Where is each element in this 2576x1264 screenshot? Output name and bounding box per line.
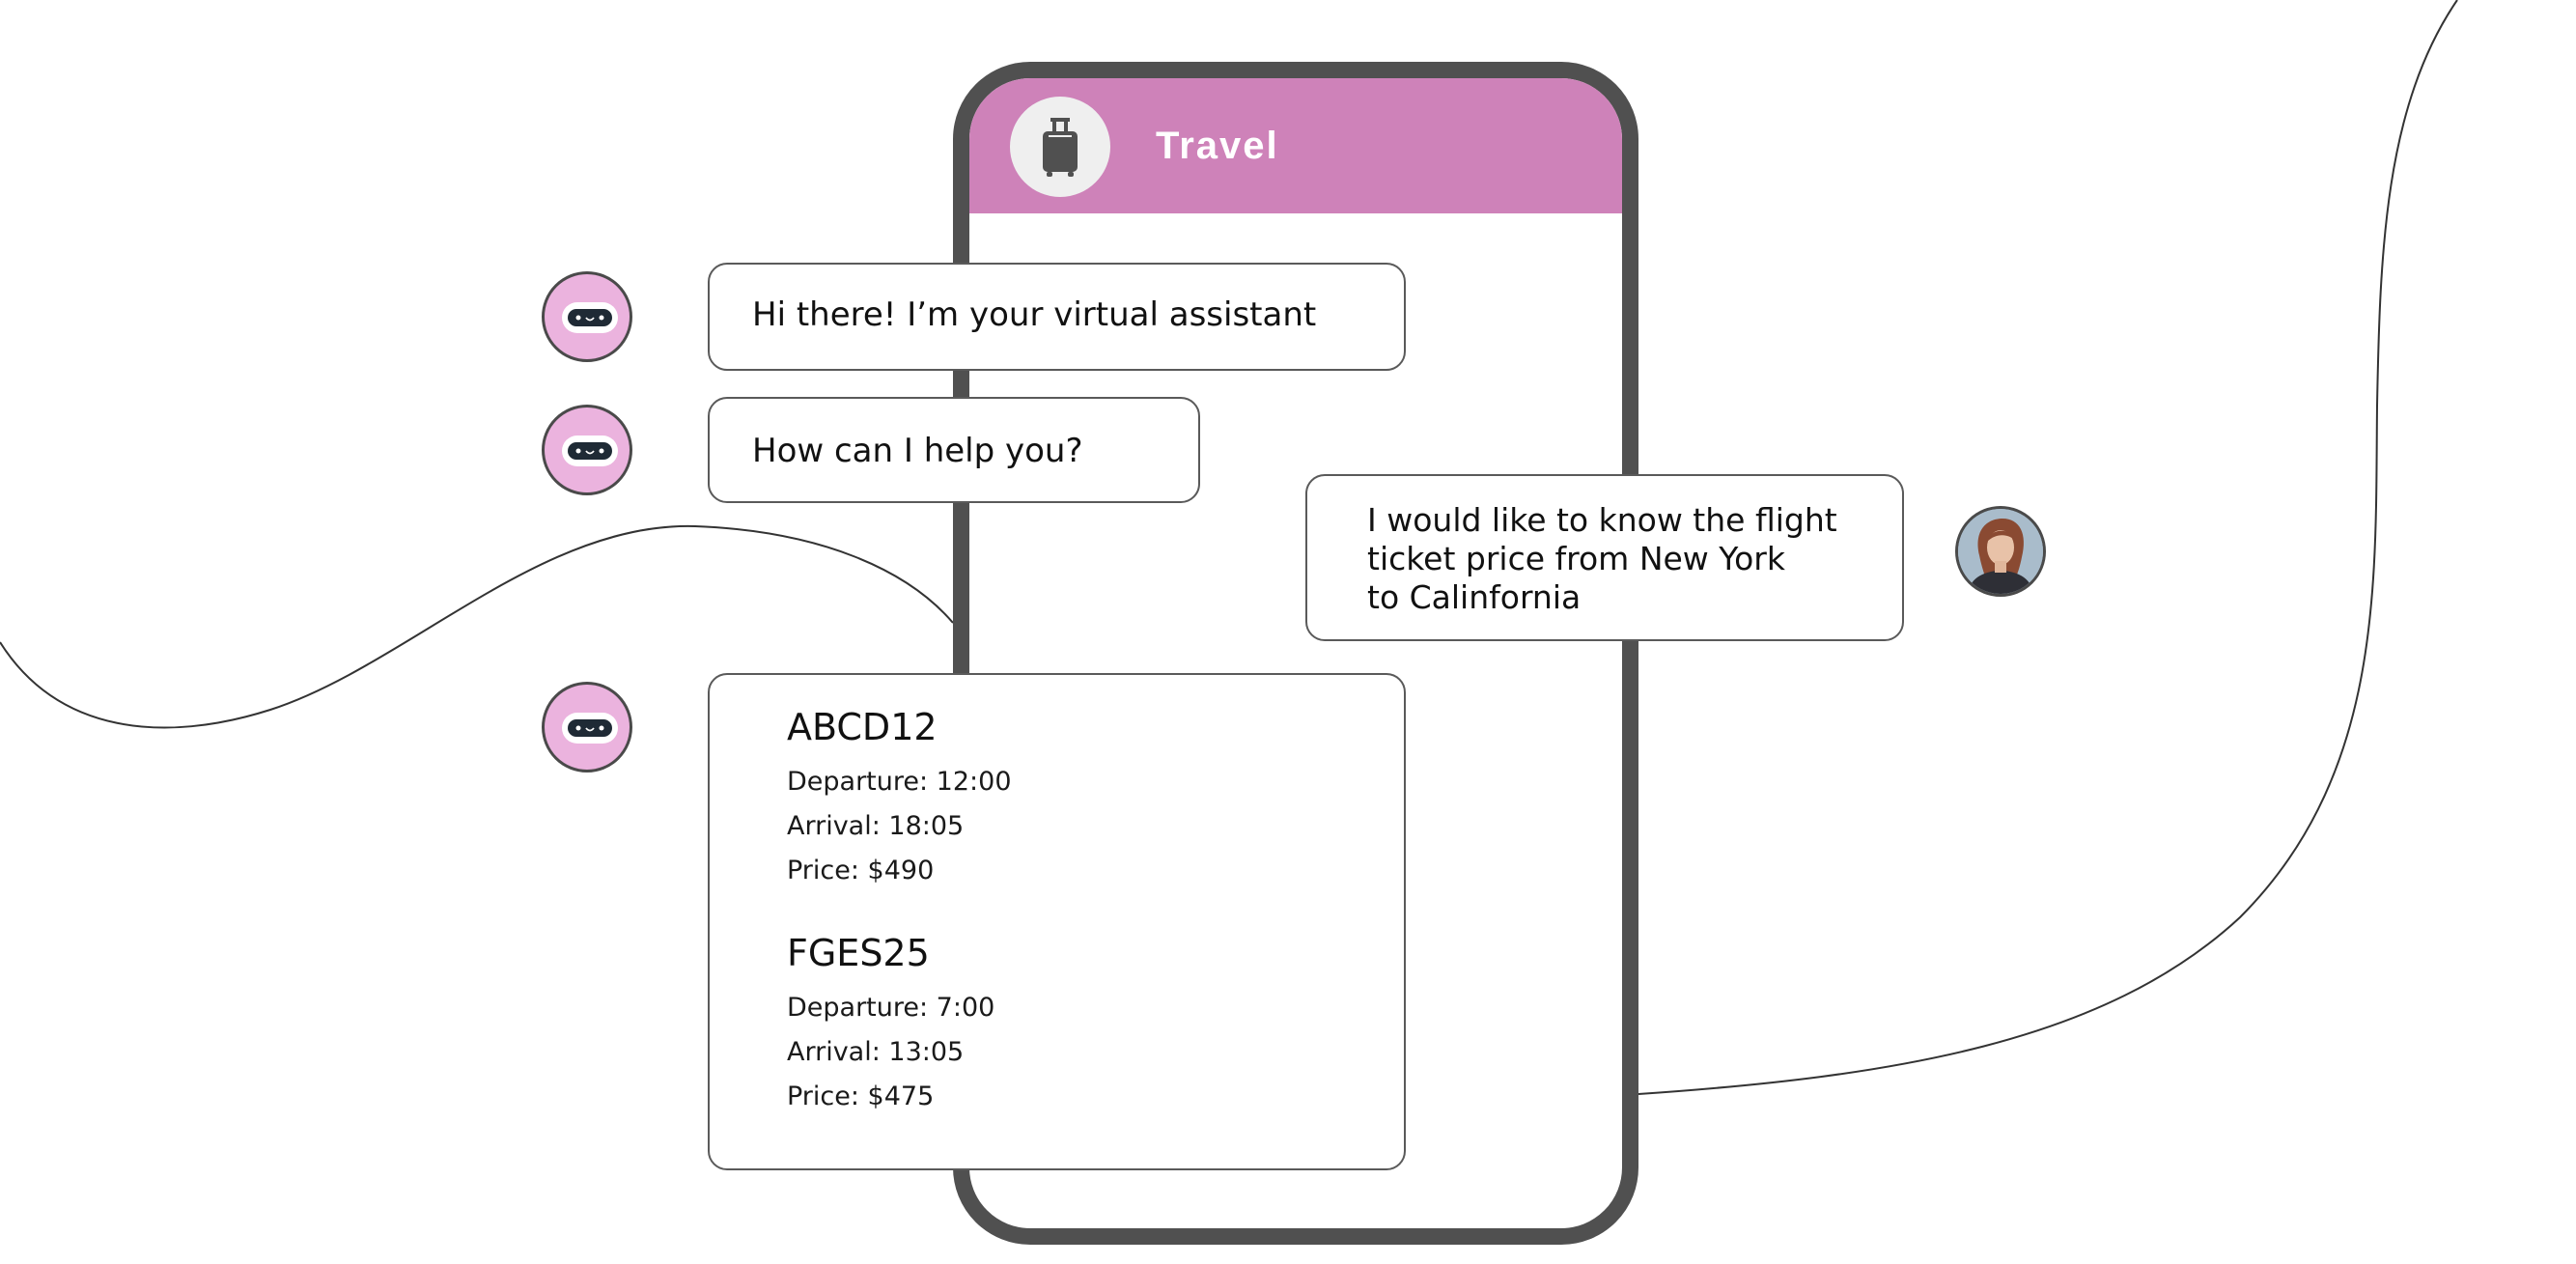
robot-face-icon bbox=[562, 713, 618, 744]
flight-arrival: Arrival: 13:05 bbox=[787, 1037, 965, 1067]
flight-price: Price: $475 bbox=[787, 1081, 935, 1111]
user-avatar bbox=[1955, 506, 2046, 597]
chat-header: Travel bbox=[969, 78, 1622, 213]
user-message-line: I would like to know the flight bbox=[1367, 501, 1837, 539]
flight-code: FGES25 bbox=[787, 932, 930, 974]
flight-departure: Departure: 12:00 bbox=[787, 767, 1012, 797]
bot-message-bubble: Hi there! I’m your virtual assistant bbox=[708, 263, 1406, 371]
bot-message-text: Hi there! I’m your virtual assistant bbox=[752, 295, 1317, 334]
user-message-bubble: I would like to know the flight ticket p… bbox=[1305, 474, 1904, 641]
flight-option[interactable]: ABCD12 Departure: 12:00 Arrival: 18:05 P… bbox=[787, 706, 1012, 893]
bot-avatar bbox=[542, 682, 632, 772]
robot-face-icon bbox=[562, 302, 618, 333]
flight-departure: Departure: 7:00 bbox=[787, 993, 995, 1023]
robot-face-icon bbox=[562, 435, 618, 466]
user-message-line: to Calinfornia bbox=[1367, 578, 1582, 616]
flight-results-bubble: ABCD12 Departure: 12:00 Arrival: 18:05 P… bbox=[708, 673, 1406, 1170]
flight-price: Price: $490 bbox=[787, 856, 935, 885]
bot-avatar bbox=[542, 271, 632, 362]
luggage-icon bbox=[1043, 118, 1078, 177]
bot-avatar bbox=[542, 405, 632, 495]
chat-title: Travel bbox=[1156, 125, 1279, 167]
bot-message-text: How can I help you? bbox=[752, 432, 1083, 470]
flight-code: ABCD12 bbox=[787, 706, 938, 748]
user-photo bbox=[1958, 509, 2043, 594]
flight-arrival: Arrival: 18:05 bbox=[787, 811, 965, 841]
flight-option[interactable]: FGES25 Departure: 7:00 Arrival: 13:05 Pr… bbox=[787, 932, 994, 1119]
user-message-line: ticket price from New York bbox=[1367, 540, 1785, 577]
header-avatar bbox=[1010, 97, 1110, 197]
bot-message-bubble: How can I help you? bbox=[708, 397, 1200, 503]
